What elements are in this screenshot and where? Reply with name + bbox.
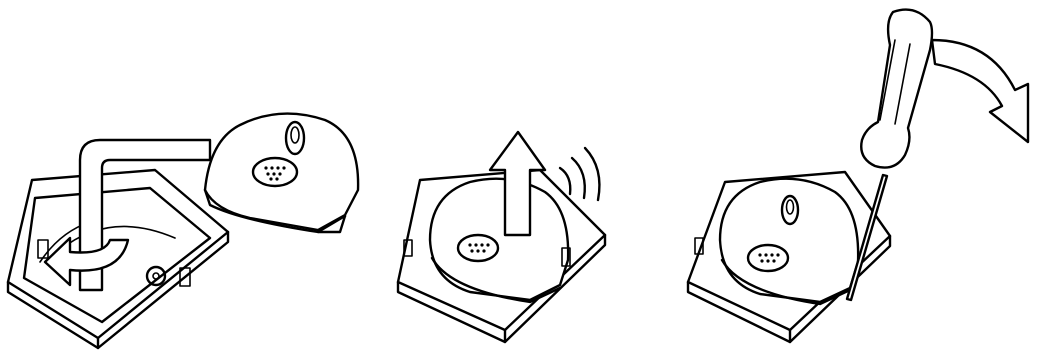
screwdriver-3	[847, 10, 932, 300]
panel-step-1	[8, 114, 358, 348]
rotate-arrow-3	[932, 40, 1028, 142]
sensor-cover-3	[720, 179, 858, 304]
panel-step-2	[398, 132, 605, 342]
sound-waves-2	[560, 148, 599, 200]
panel-step-3	[688, 10, 1028, 342]
sensor-cover-1	[205, 114, 358, 232]
